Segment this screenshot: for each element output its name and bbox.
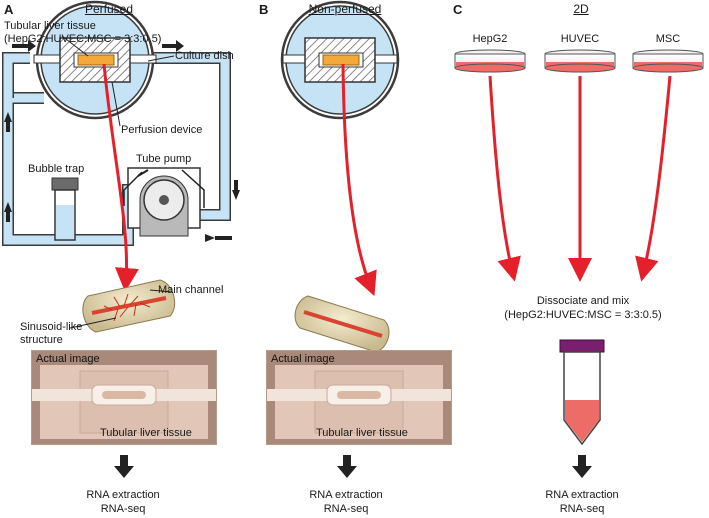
dish-label-hepg2: HepG2 [472,33,508,45]
red-arrow-a [102,63,139,292]
step-rna-extraction-b: RNA extraction [309,489,383,501]
label-sinusoid-1: Sinusoid-like [20,321,83,333]
label-bubble-trap: Bubble trap [28,163,85,175]
step-rna-extraction-a: RNA extraction [86,489,160,501]
dish-label-msc: MSC [655,33,681,45]
step-rna-extraction-c: RNA extraction [545,489,619,501]
photo-tissue-label-b: Tubular liver tissue [316,427,408,439]
mix-label: Dissociate and mix [536,295,630,307]
step-rna-seq-a: RNA-seq [100,503,146,515]
label-tissue-a: Tubular liver tissue [4,20,96,32]
panel-title-b: Non-perfused [308,2,382,16]
label-main-channel: Main channel [158,284,224,296]
dish-label-huvec: HUVEC [560,33,600,45]
leader-lines-a [61,35,175,127]
culture-dish-b [280,0,400,120]
tissue-construct-3d-b [294,295,390,353]
label-sinusoid-2: structure [20,334,63,346]
bubble-trap [51,177,79,241]
photo-tissue-label-a: Tubular liver tissue [100,427,192,439]
down-arrows [114,455,592,478]
panel-title-c: 2D [573,2,589,16]
panel-letter-b: B [259,2,269,17]
label-ratio-a: (HepG2:HUVEC:MSC = 3:3:0.5) [4,33,162,45]
panel-letter-c: C [453,2,463,17]
panel-letter-a: A [4,2,14,17]
panel-title-a: Perfused [84,2,134,16]
red-arrow-b [341,63,377,297]
step-rna-seq-b: RNA-seq [323,503,369,515]
photo-label-a: Actual image [36,353,100,365]
actual-image-a: Actual image [31,350,217,445]
tubular-tissue [77,54,115,66]
step-rna-seq-c: RNA-seq [559,503,605,515]
tube-pump [123,167,205,237]
label-perfusion-device: Perfusion device [121,124,203,136]
photo-label-b: Actual image [271,353,335,365]
label-culture-dish: Culture dish [175,50,234,62]
flow-arrows [4,40,240,242]
centrifuge-tube [559,339,605,446]
tissue-construct-3d [69,279,176,333]
actual-image-b: Actual image [266,350,452,445]
culture-dishes-2d [454,49,704,73]
mix-ratio-label: (HepG2:HUVEC:MSC = 3:3:0.5) [504,309,662,321]
red-arrows-c [488,75,672,282]
label-tube-pump: Tube pump [136,153,192,165]
